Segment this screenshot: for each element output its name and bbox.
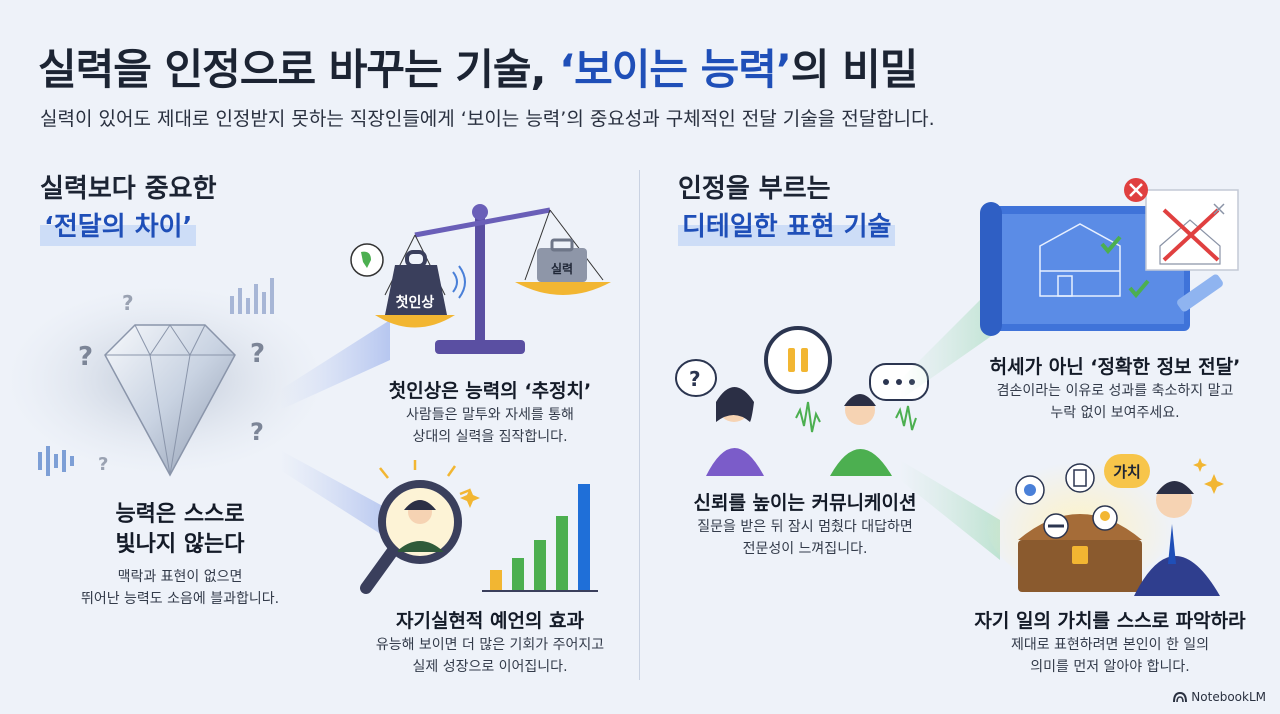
scale-desc-line2: 상대의 실력을 짐작합니다. [412,429,568,445]
communication-illustration: ? [675,326,929,476]
value-card-title: 자기 일의 가치를 스스로 파악하라 [974,610,1246,632]
page-title: 실력을 인정으로 바꾸는 기술, ‘보이는 능력’의 비밀 [38,36,919,97]
handshake-icon [1043,513,1069,539]
scale-card-title: 첫인상은 능력의 ‘추정치’ [388,380,592,402]
question-bubble-icon: ? [675,359,717,397]
value-desc-line2: 의미를 먼저 알아야 합니다. [1030,659,1190,675]
effect-card-title: 자기실현적 예언의 효과 [395,610,585,632]
signal-bars-icon [230,278,274,314]
value-badge: 가치 [1104,454,1150,488]
section-divider [639,170,640,680]
effect-desc-line2: 실제 성장으로 이어집니다. [412,659,568,675]
svg-text:?: ? [98,454,108,475]
svg-text:?: ? [250,339,265,369]
page-subtitle: 실력이 있어도 제대로 인정받지 못하는 직장인들에게 ‘보이는 능력’의 중요… [40,108,935,130]
title-part1: 실력을 인정으로 바꾸는 기술, [38,45,560,94]
accurate-desc-line2: 누락 없이 보여주세요. [1050,405,1180,421]
blueprint-icon [980,178,1239,336]
pause-icon [764,326,832,394]
scale-card-desc: 사람들은 말투와 자세를 통해 상대의 실력을 짐작합니다. [370,404,610,448]
question-icon: ? ? ? ? ? [78,291,265,475]
magnifier-icon [360,460,598,594]
left-heading-line1: 실력보다 중요한 [40,174,217,204]
value-desc-line1: 제대로 표현하려면 본인이 한 일의 [1010,637,1210,653]
effect-desc-line1: 유능해 보이면 더 많은 기회가 주어지고 [375,637,605,653]
footer-brand: NotebookLM [1173,690,1266,704]
diamond-desc-line1: 맥락과 표현이 없으면 [117,569,243,585]
right-heading-line1: 인정을 부르는 [678,174,831,204]
diamond-illustration: ? ? ? ? ? [5,285,325,477]
communication-desc-line1: 질문을 받은 뒤 잠시 멈췄다 대답하면 [697,519,913,535]
bar-chart-icon [482,484,598,592]
diamond-icon [104,324,236,477]
accurate-desc-line1: 겸손이라는 이유로 성과를 축소하지 말고 [996,383,1234,399]
diamond-card-desc: 맥락과 표현이 없으면 뛰어난 능력도 소음에 블과합니다. [40,566,320,610]
diamond-card-title: 능력은 스스로 빛나지 않는다 [70,500,290,560]
accurate-card-desc: 겸손이라는 이유로 성과를 축소하지 말고 누락 없이 보여주세요. [970,380,1260,424]
left-section-heading: 실력보다 중요한 ‘전달의 차이’ [40,170,217,246]
gear-icon [1015,475,1045,505]
footer-brand-text: NotebookLM [1191,690,1266,704]
close-icon [1124,178,1148,202]
right-section-heading: 인정을 부르는 디테일한 표현 기술 [678,170,896,246]
svg-text:?: ? [122,291,134,315]
scale-desc-line1: 사람들은 말투와 자세를 통해 [406,407,574,423]
svg-text:?: ? [689,367,701,391]
accurate-card-title: 허세가 아닌 ‘정확한 정보 전달’ [989,356,1241,378]
sound-wave-icon [38,446,74,476]
communication-card-desc: 질문을 받은 뒤 잠시 멈췄다 대답하면 전문성이 느껴집니다. [660,516,950,560]
diamond-title-line1: 능력은 스스로 [115,502,245,527]
diamond-title-line2: 빛나지 않는다 [115,532,245,557]
value-card-desc: 제대로 표현하려면 본인이 한 일의 의미를 먼저 알아야 합니다. [970,634,1250,678]
svg-text:?: ? [78,342,93,372]
right-light-beams [900,280,1000,560]
document-icon [1065,463,1095,493]
speech-face-icon [350,243,384,277]
left-heading-line2: ‘전달의 차이’ [40,208,197,246]
lightbulb-icon [1092,505,1118,531]
right-heading-line2: 디테일한 표현 기술 [678,208,896,246]
communication-desc-line2: 전문성이 느껴집니다. [742,541,868,557]
notebooklm-logo-icon [1173,691,1188,703]
svg-text:?: ? [250,418,264,446]
title-highlight: ‘보이는 능력’ [559,45,792,94]
title-part2: 의 비밀 [790,45,919,94]
diamond-desc-line2: 뛰어난 능력도 소음에 블과합니다. [80,591,280,607]
effect-card-desc: 유능해 보이면 더 많은 기회가 주어지고 실제 성장으로 이어집니다. [340,634,640,678]
scale-left-weight-label: 첫인상 [395,295,435,311]
scale-right-weight-label: 실력 [550,262,574,276]
scale-icon [350,204,611,354]
light-beams [280,320,390,540]
communication-card-title: 신뢰를 높이는 커뮤니케이션 [693,492,917,514]
